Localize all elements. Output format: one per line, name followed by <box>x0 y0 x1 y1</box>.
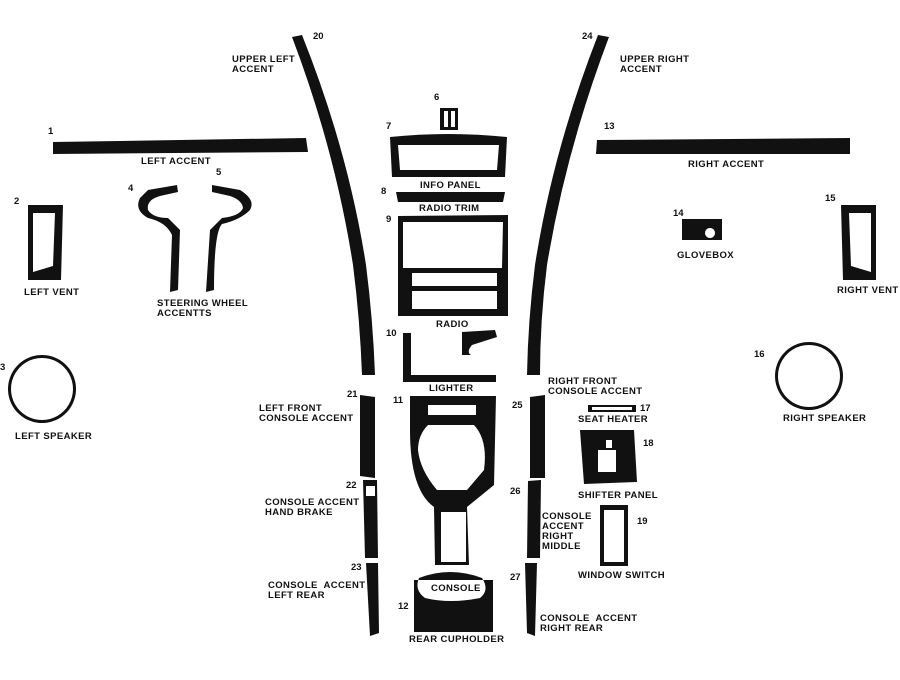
console-accent-left-rear-shape <box>366 563 379 636</box>
part-number-20: 20 <box>313 31 324 42</box>
part-number-7: 7 <box>386 121 392 132</box>
radio-shape <box>398 215 508 316</box>
window-switch-shape <box>600 505 628 566</box>
right-front-console-accent-shape <box>530 395 545 478</box>
label-right-speaker: RIGHT SPEAKER <box>783 413 867 424</box>
label-right-vent: RIGHT VENT <box>837 285 899 296</box>
part-number-11: 11 <box>393 395 404 406</box>
console-accent-right-rear-shape <box>525 563 537 636</box>
label-left-vent: LEFT VENT <box>24 287 80 298</box>
label-shifter-panel: SHIFTER PANEL <box>578 490 658 501</box>
label-info-panel: INFO PANEL <box>420 180 481 191</box>
radio-trim-shape <box>396 192 505 202</box>
steering-wheel-left-shape <box>138 185 180 292</box>
part-number-26: 26 <box>510 486 521 497</box>
label-console: CONSOLE <box>431 583 481 594</box>
part-number-17: 17 <box>640 403 651 414</box>
label-glovebox: GLOVEBOX <box>677 250 735 261</box>
part-number-24: 24 <box>582 31 593 42</box>
upper-left-accent-shape <box>292 35 375 375</box>
part-number-3: 3 <box>0 362 6 373</box>
lighter-shape <box>403 330 497 382</box>
part-number-18: 18 <box>643 438 654 449</box>
right-speaker-shape <box>775 342 844 410</box>
left-speaker-shape <box>8 355 77 423</box>
label-radio-trim: RADIO TRIM <box>419 203 480 214</box>
left-front-console-accent-shape <box>360 395 375 478</box>
part-number-8: 8 <box>381 186 387 197</box>
part-number-13: 13 <box>604 121 615 132</box>
part-number-12: 12 <box>398 601 409 612</box>
part-number-2: 2 <box>14 196 20 207</box>
part-number-27: 27 <box>510 572 521 583</box>
part-number-14: 14 <box>673 208 684 219</box>
label-right-accent: RIGHT ACCENT <box>688 159 765 170</box>
part-number-25: 25 <box>512 400 523 411</box>
label-left-speaker: LEFT SPEAKER <box>15 431 93 442</box>
seat-heater-shape <box>588 405 636 412</box>
glovebox-shape <box>682 219 722 240</box>
part-number-22: 22 <box>346 480 357 491</box>
console-shape <box>410 396 496 565</box>
part-number-19: 19 <box>637 516 648 527</box>
part-number-4: 4 <box>128 183 134 194</box>
part-number-9: 9 <box>386 214 392 225</box>
label-rear-cupholder: REAR CUPHOLDER <box>409 634 505 645</box>
small-vent-shape <box>440 108 458 130</box>
part-number-23: 23 <box>351 562 362 573</box>
part-number-15: 15 <box>825 193 836 204</box>
part-number-6: 6 <box>434 92 440 103</box>
console-accent-right-middle-shape <box>527 480 541 558</box>
label-window-switch: WINDOW SWITCH <box>578 570 665 581</box>
part-number-1: 1 <box>48 126 54 137</box>
rear-cupholder-shape <box>414 572 493 632</box>
right-vent-shape <box>841 205 876 280</box>
left-accent-shape <box>53 138 308 154</box>
part-number-21: 21 <box>347 389 358 400</box>
part-number-10: 10 <box>386 328 397 339</box>
shifter-panel-shape <box>580 430 637 484</box>
upper-right-accent-shape <box>527 35 609 375</box>
console-accent-hand-brake-shape <box>363 480 378 558</box>
label-left-accent: LEFT ACCENT <box>141 156 212 167</box>
info-panel-shape <box>390 134 507 177</box>
label-lighter: LIGHTER <box>429 383 474 394</box>
label-seat-heater: SEAT HEATER <box>578 414 649 425</box>
steering-wheel-right-shape <box>206 185 252 292</box>
label-radio: RADIO <box>436 319 469 330</box>
part-number-16: 16 <box>754 349 765 360</box>
part-number-5: 5 <box>216 167 222 178</box>
left-vent-shape <box>28 205 63 280</box>
right-accent-shape <box>596 138 850 154</box>
